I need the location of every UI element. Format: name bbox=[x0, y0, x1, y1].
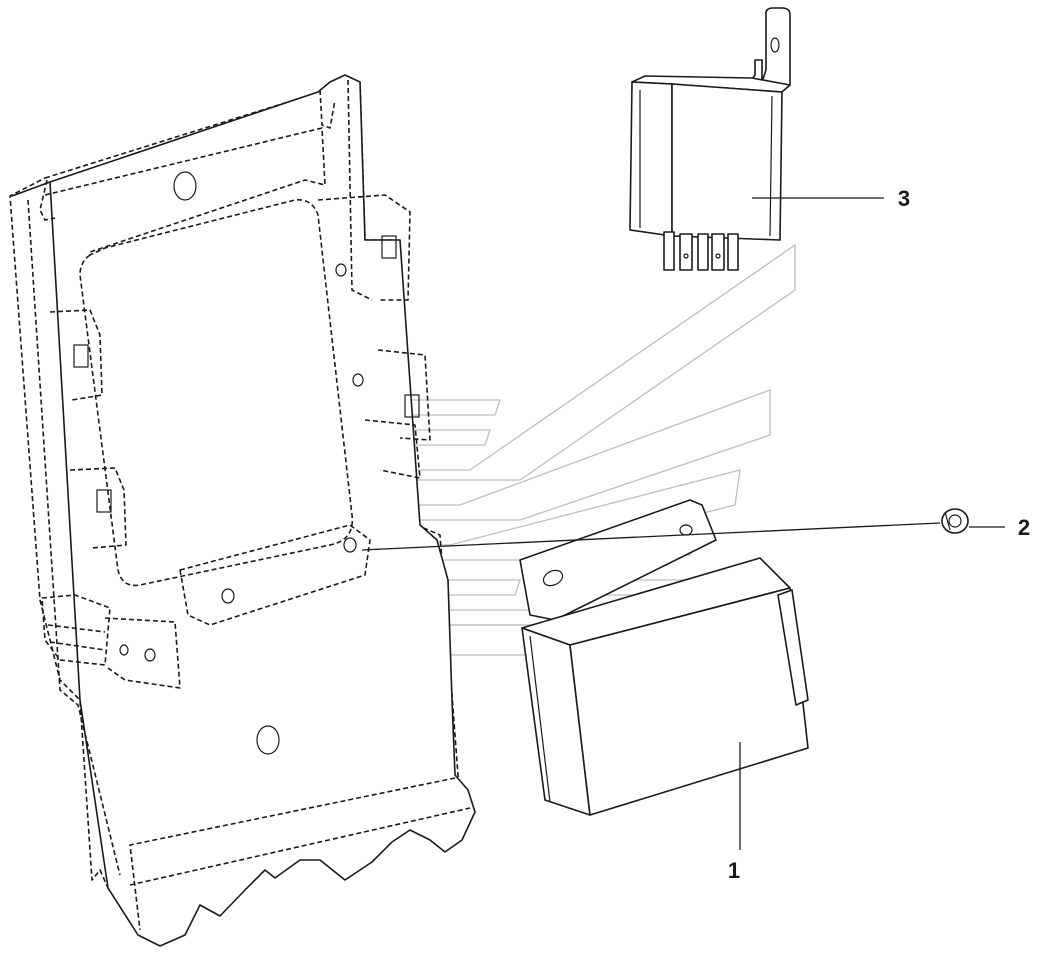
control-module-part-1 bbox=[519, 499, 809, 816]
relay-part-3 bbox=[629, 7, 791, 271]
callout-label-1: 1 bbox=[728, 858, 740, 883]
leader-lines bbox=[361, 197, 1005, 850]
callout-label-3: 3 bbox=[898, 186, 910, 211]
mounting-bracket-plate bbox=[9, 74, 476, 947]
callout-label-2: 2 bbox=[1018, 515, 1030, 540]
nut-part-2 bbox=[941, 508, 969, 534]
leader-line-2 bbox=[361, 522, 941, 551]
